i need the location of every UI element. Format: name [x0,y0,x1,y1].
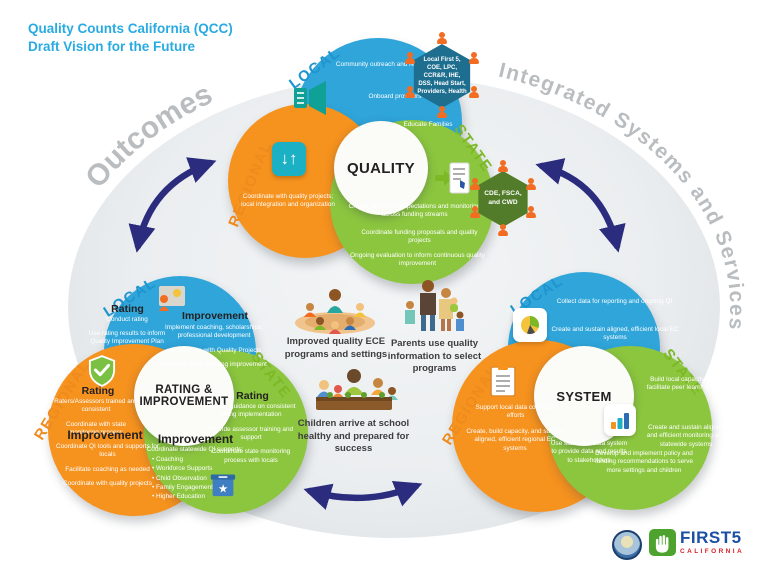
rating-regional-improvement-item: Facilitate coaching as needed [65,465,150,473]
rating-state-improvement-item: • Workforce Supports [152,465,213,473]
rating-state-rating-item: Coordinate state monitoring process with… [211,448,291,464]
rating-local-improvement-heading: Improvement [182,310,248,322]
system-regional-item: Support local data collection efforts [475,404,556,420]
shield-check-icon [88,355,116,387]
outcome-ece-text: Improved quality ECE programs and settin… [284,336,388,360]
ballot-box-icon: ★ [210,474,236,497]
rating-state-improvement-item: • Family Engagement [152,483,213,491]
bar-chart-icon [604,404,636,436]
system-local-item: Collect data for reporting and ongoing Q… [556,298,673,305]
rating-regional-improvement-item: Coordinate with quality projects [63,479,152,487]
california-wordmark: CALIFORNIA [680,548,745,555]
quality-local-item: Community outreach and recruitment [335,61,442,68]
first5-hand-icon [649,529,676,556]
person-icon [468,52,480,64]
person-icon [497,224,509,236]
rating-state-rating-heading: Rating [236,390,269,402]
page-title: Quality Counts California (QCC) Draft Vi… [28,20,233,56]
rating-local-rating-sub: Conduct rating [106,316,148,323]
family-illustration [405,280,464,331]
quality-hub: QUALITY [334,121,428,215]
rating-local-rating-item: Use rating results to inform Quality Imp… [88,330,166,346]
person-icon [404,52,416,64]
system-regional-item: Create, build capacity, and sustain alig… [466,428,564,452]
rating-regional-improvement-item: Coordinate QI tools and supports for loc… [55,443,160,459]
outcome-children-text: Children arrive at school healthy and pr… [297,418,410,455]
rating-regional-rating-item: Raters/Assessors trained and consistent [54,398,138,414]
rating-regional-improvement-heading: Improvement [67,428,143,442]
system-state-item: Build local capacity, facilitate peer le… [646,376,710,392]
person-icon [469,206,481,218]
first5-wordmark: FIRST5 [680,528,742,547]
svg-text:★: ★ [218,484,228,496]
person-icon [436,32,448,44]
system-hub-label: SYSTEM [556,388,612,404]
person-icon [404,86,416,98]
quality-hub-label: QUALITY [347,159,415,177]
system-state-item: Use statewide data system to provide dat… [550,440,628,464]
system-state-item: Develop and implement policy and funding… [594,450,694,474]
local-partners-badge: Local First 5, COE, LPC, CCR&R, IHE, DSS… [398,32,486,120]
rating-state-improvement-heading: Improvement [157,432,234,446]
transfer-arrows-icon: ↓↑ [272,142,306,176]
first5-california-logo: FIRST5 CALIFORNIA [649,529,744,556]
rating-local-improvement-item: • Support sites' ongoing improvement [161,360,267,368]
rating-local-improvement-item: Implement coaching, scholarships, profes… [164,324,264,340]
person-icon [525,206,537,218]
rating-hub: RATING & IMPROVEMENT [134,346,234,446]
rating-state-rating-item: Provide assessor training and support [208,425,294,441]
person-icon [525,178,537,190]
quality-regional-item: Coordinate with quality projects; local … [241,193,335,209]
clipboard-icon [490,363,516,397]
state-agencies-badge-text: CDE, FSCA, and CWD [484,190,522,206]
rating-state-improvement-item: • Coaching [152,456,184,463]
quality-local-item: Educate Families [403,121,453,128]
children-garden-illustration [316,369,398,410]
whiteboard-icon [159,286,185,311]
rating-regional-rating-heading: Rating [81,385,115,397]
rating-state-improvement-intro: Coordinate statewide QI supports: [146,446,244,453]
ece-circle-time-illustration [295,289,375,334]
title-line1: Quality Counts California (QCC) [28,21,233,36]
rating-hub-label-1: RATING & [155,384,213,396]
pie-chart-icon [513,308,547,342]
rating-local-improvement-item: • Coordinate with Quality Projects [166,346,262,354]
quality-state-item: Coordinate funding proposals and quality… [361,229,478,245]
title-line2: Draft Vision for the Future [28,39,196,55]
state-agencies-badge: CDE, FSCA, and CWD [464,160,542,238]
quality-local-item: Onboard providers [368,93,422,100]
rating-state-improvement-item: • Child Observation [152,474,207,482]
person-icon [436,106,448,118]
person-icon [469,178,481,190]
person-icon [468,86,480,98]
quality-state-item: Create consistent expectations and monit… [348,203,481,219]
outcome-parents-text: Parents use quality information to selec… [387,338,482,375]
quality-state-item: Ongoing evaluation to inform continuous … [350,252,485,268]
rating-hub-label-2: IMPROVEMENT [139,396,229,408]
california-state-seal [612,530,642,560]
system-state-item: Create and sustain aligned and efficient… [646,424,726,448]
document-check-icon [435,162,470,194]
person-icon [497,160,509,172]
megaphone-icon [294,81,326,115]
rating-local-rating-heading: Rating [111,303,144,315]
rating-state-improvement-item: • Higher Education [152,493,206,501]
rating-regional-rating-item: Coordinate with state monitoring process [65,420,127,436]
system-local-item: Create and sustain aligned, efficient lo… [551,326,679,342]
rating-state-rating-item: Provide guidance on consistent rating im… [206,403,296,419]
local-partners-badge-text: Local First 5, COE, LPC, CCR&R, IHE, DSS… [417,56,467,96]
